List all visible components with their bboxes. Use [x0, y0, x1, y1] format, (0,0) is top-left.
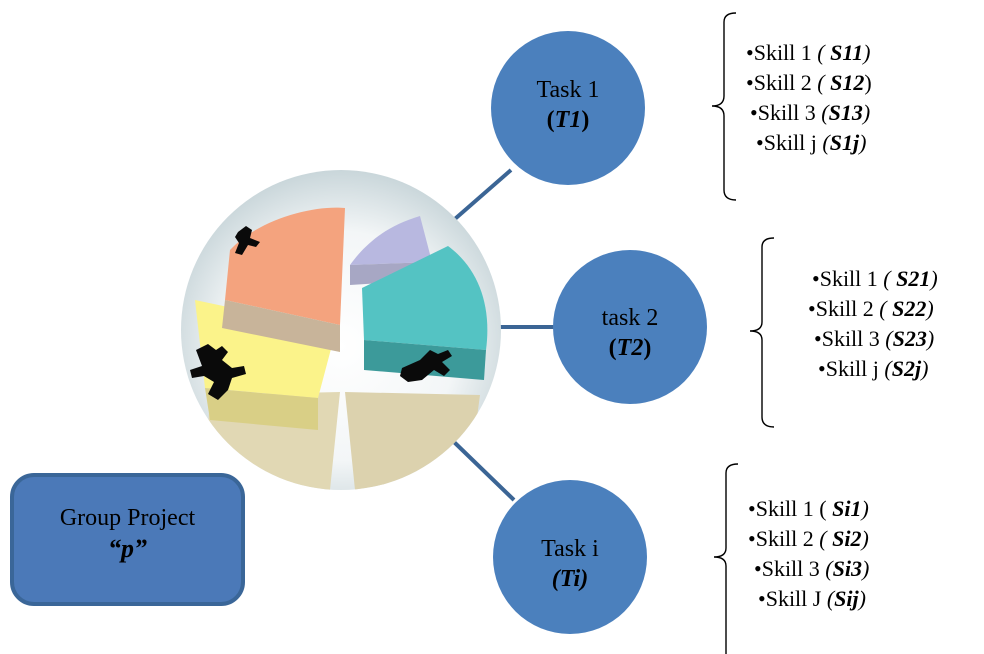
task-1-label: Task 1 (T1)	[498, 75, 638, 135]
pie-chart-illustration	[181, 170, 501, 490]
project-title: Group Project	[59, 505, 196, 531]
skill-item: •Skill 3 (S13)	[750, 100, 871, 125]
brace-task-2	[749, 237, 775, 428]
group-project-box[interactable]: Group Project “p”	[10, 473, 245, 606]
task-code: T2	[616, 335, 644, 361]
connector-task-1	[446, 168, 513, 227]
skill-item: •Skill 2 ( Si2)	[748, 526, 869, 551]
task-name: Task 1	[536, 77, 600, 103]
skill-item: •Skill 1 ( S11)	[746, 40, 871, 65]
figure-silhouette	[235, 226, 260, 255]
figure-silhouette	[400, 350, 452, 382]
task-name: task 2	[601, 305, 659, 331]
skill-list-task-i: •Skill 1 ( Si1) •Skill 2 ( Si2) •Skill 3…	[748, 494, 869, 614]
skill-item: •Skill 2 ( S22)	[808, 296, 934, 321]
figure-silhouette	[190, 344, 246, 400]
skill-item: •Skill 1 ( S21)	[812, 266, 938, 291]
skill-item: •Skill 3 (Si3)	[754, 556, 870, 581]
skill-item: •Skill j (S2j)	[818, 356, 929, 381]
task-i-circle[interactable]	[493, 480, 647, 634]
skill-list-task-1: •Skill 1 ( S11) •Skill 2 ( S12) •Skill 3…	[746, 38, 872, 158]
skill-item: •Skill 1 ( Si1)	[748, 496, 869, 521]
task-code: Ti	[559, 566, 581, 592]
task-code: T1	[554, 107, 582, 133]
teal-slice	[362, 246, 488, 350]
skill-item: •Skill j (S1j)	[756, 130, 867, 155]
project-symbol: “p”	[108, 534, 147, 563]
task-name: Task i	[541, 536, 599, 562]
task-i-label: Task i (Ti)	[500, 534, 640, 594]
skill-item: •Skill 3 (S23)	[814, 326, 935, 351]
task-2-circle[interactable]	[553, 250, 707, 404]
task-2-label: task 2 (T2)	[560, 303, 700, 363]
skill-item: •Skill J (Sij)	[758, 586, 866, 611]
task-1-circle[interactable]	[491, 31, 645, 185]
skill-list-task-2: •Skill 1 ( S21) •Skill 2 ( S22) •Skill 3…	[808, 264, 938, 384]
connector-task-i	[452, 440, 516, 502]
brace-task-1	[711, 12, 737, 201]
skill-item: •Skill 2 ( S12)	[746, 70, 872, 95]
orange-slice	[225, 207, 345, 325]
lavender-slice	[350, 216, 432, 265]
brace-task-i	[713, 463, 739, 654]
